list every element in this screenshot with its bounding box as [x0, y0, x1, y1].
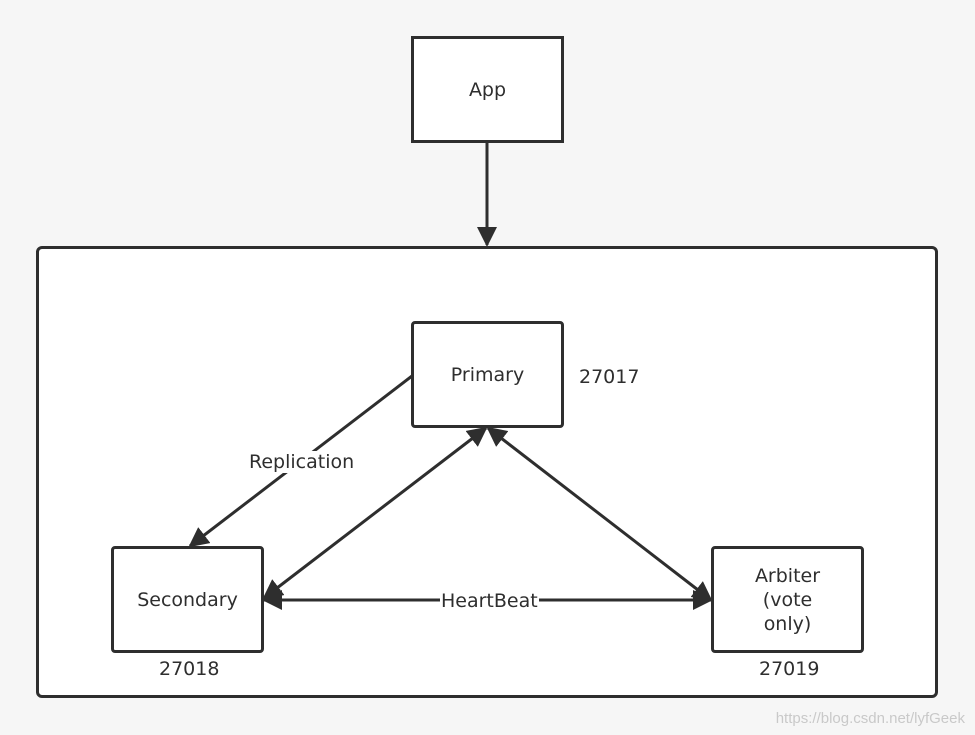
- arbiter-port-label: 27019: [759, 658, 820, 680]
- heartbeat-label: HeartBeat: [440, 590, 539, 612]
- app-node-label: App: [468, 78, 507, 101]
- heartbeat-primary-secondary-arrow: [262, 426, 488, 600]
- arbiter-node: Arbiter (vote only): [711, 546, 864, 653]
- primary-port-label: 27017: [579, 366, 640, 388]
- arbiter-node-label: Arbiter (vote only): [754, 564, 821, 635]
- heartbeat-primary-arbiter-arrow: [486, 426, 713, 602]
- secondary-port-label: 27018: [159, 658, 220, 680]
- secondary-node-label: Secondary: [137, 588, 238, 611]
- app-node: App: [411, 36, 564, 143]
- primary-node-label: Primary: [450, 363, 525, 386]
- replication-label: Replication: [248, 451, 356, 473]
- secondary-node: Secondary: [111, 546, 264, 653]
- watermark-text: https://blog.csdn.net/lyfGeek: [775, 710, 965, 727]
- primary-node: Primary: [411, 321, 564, 428]
